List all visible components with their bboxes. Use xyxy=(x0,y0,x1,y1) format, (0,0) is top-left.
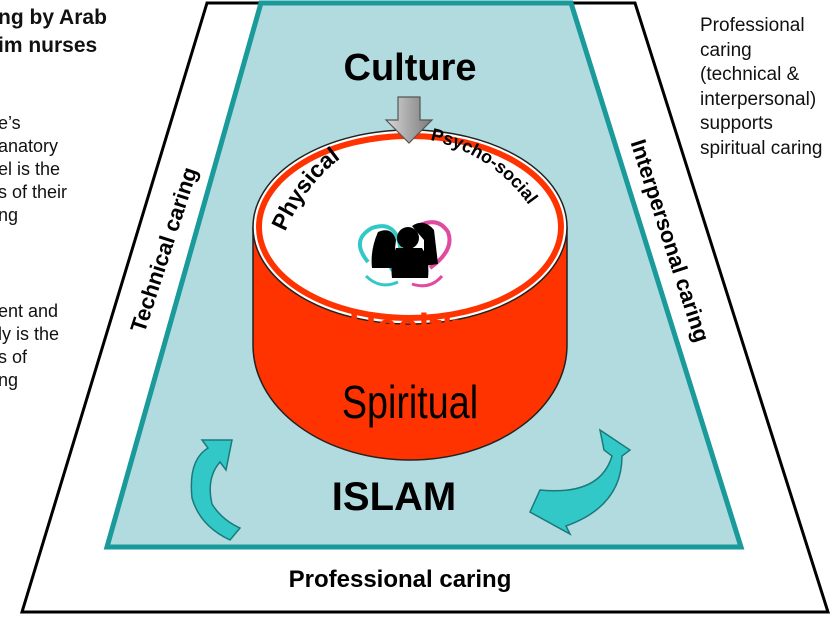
note-line: interpersonal) xyxy=(700,88,817,110)
title-fragment: ng by Arab im nurses xyxy=(0,4,107,60)
spiritual-label: Spiritual xyxy=(342,376,478,427)
left-paragraph-1: e’s anatory el is the s of their ng xyxy=(0,112,67,227)
paragraph-line: ng xyxy=(0,205,19,225)
paragraph-line: s of xyxy=(0,347,28,367)
curved-arrow-icon xyxy=(190,439,242,541)
health-label: Health xyxy=(349,307,465,349)
title-line: ng by Arab xyxy=(0,6,107,29)
note-line: Professional xyxy=(700,15,805,36)
paragraph-line: el is the xyxy=(0,159,61,179)
culture-down-arrow-icon xyxy=(384,96,434,144)
paragraph-line: ng xyxy=(0,370,19,390)
culture-label: Culture xyxy=(344,47,477,89)
bowl-top xyxy=(252,129,568,325)
note-line: supports xyxy=(700,113,773,134)
curved-arrow-icon xyxy=(529,428,632,536)
note-line: caring xyxy=(700,39,752,61)
paragraph-line: anatory xyxy=(0,136,59,156)
people-logo-icon xyxy=(358,220,452,288)
paragraph-line: ly is the xyxy=(0,324,60,344)
islam-label: ISLAM xyxy=(332,475,456,519)
right-note: Professional caring (technical & interpe… xyxy=(700,14,823,161)
paragraph-line: ent and xyxy=(0,301,59,321)
title-line: im nurses xyxy=(0,34,98,57)
note-line: spiritual caring xyxy=(700,137,823,159)
professional-caring-label: Professional caring xyxy=(289,566,512,593)
note-line: (technical & xyxy=(700,64,800,85)
paragraph-line: s of their xyxy=(0,182,68,202)
paragraph-line: e’s xyxy=(0,113,21,133)
left-paragraph-2: ent and ly is the s of ng xyxy=(0,300,59,392)
